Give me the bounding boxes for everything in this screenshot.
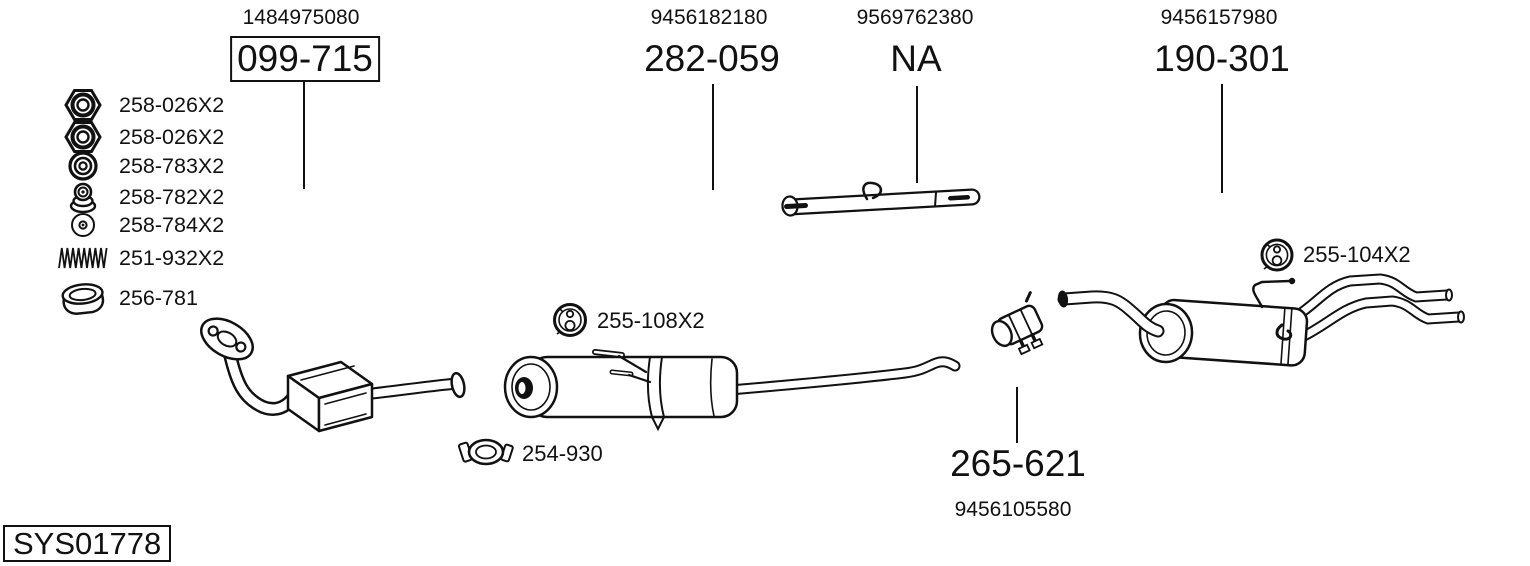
washer-icon <box>56 151 110 181</box>
oe-ref-number: 9456182180 <box>650 6 768 29</box>
hardware-part-number[interactable]: 258-782X2 <box>119 184 225 209</box>
front-pipe-catalyst-drawing <box>200 317 466 433</box>
hardware-row: 258-026X2 <box>56 118 224 156</box>
pipe-clamp-icon <box>457 438 514 466</box>
gasket-ring-icon <box>56 281 110 315</box>
part-number-boxed[interactable]: 099-715 <box>230 36 380 82</box>
part-number[interactable]: 254-930 <box>522 441 603 466</box>
part-number[interactable]: NA <box>890 38 942 79</box>
hardware-row: 258-782X2 <box>56 181 224 213</box>
hardware-row: 251-932X2 <box>56 245 224 271</box>
oe-ref-number: 9569762380 <box>856 6 974 29</box>
part-number[interactable]: 190-301 <box>1154 38 1290 79</box>
hardware-part-number[interactable]: 258-026X2 <box>119 92 225 117</box>
hardware-part-number[interactable]: 258-784X2 <box>119 212 225 237</box>
leader-line <box>1016 387 1018 443</box>
rear-muffler-drawing <box>1057 273 1465 367</box>
hardware-row: 256-781 <box>56 281 198 315</box>
flat-washer-icon <box>56 212 110 238</box>
grommet-icon <box>56 181 110 213</box>
hex-nut-icon <box>56 86 110 124</box>
hardware-part-number[interactable]: 258-783X2 <box>119 153 225 178</box>
hardware-part-number[interactable]: 251-932X2 <box>119 245 225 270</box>
hardware-row: 258-026X2 <box>56 86 224 124</box>
hardware-part-number[interactable]: 256-781 <box>119 285 198 310</box>
part-number[interactable]: 282-059 <box>644 38 780 79</box>
mount-clamp-drawing <box>990 291 1044 356</box>
hardware-row: 258-783X2 <box>56 151 224 181</box>
hardware-part-number[interactable]: 258-026X2 <box>119 124 225 149</box>
leader-line <box>712 84 714 190</box>
oe-ref-number: 1484975080 <box>242 6 360 29</box>
leader-line <box>303 81 305 189</box>
spring-icon <box>56 245 110 271</box>
rubber-hanger-icon <box>553 303 587 337</box>
part-number[interactable]: 255-108X2 <box>597 308 705 333</box>
oe-ref-number: 9456157980 <box>1160 6 1278 29</box>
diagram-code: SYS01778 <box>3 525 172 562</box>
leader-line <box>916 86 918 183</box>
part-number[interactable]: 265-621 <box>950 443 1086 484</box>
hex-nut-icon <box>56 118 110 156</box>
oe-ref-number: 9456105580 <box>954 498 1072 521</box>
leader-line <box>1221 84 1223 193</box>
hardware-row: 258-784X2 <box>56 212 224 238</box>
middle-muffler-drawing <box>503 349 961 432</box>
center-pipe-drawing <box>781 181 981 217</box>
rubber-hanger-icon <box>1260 238 1294 272</box>
part-number[interactable]: 255-104X2 <box>1303 242 1411 267</box>
